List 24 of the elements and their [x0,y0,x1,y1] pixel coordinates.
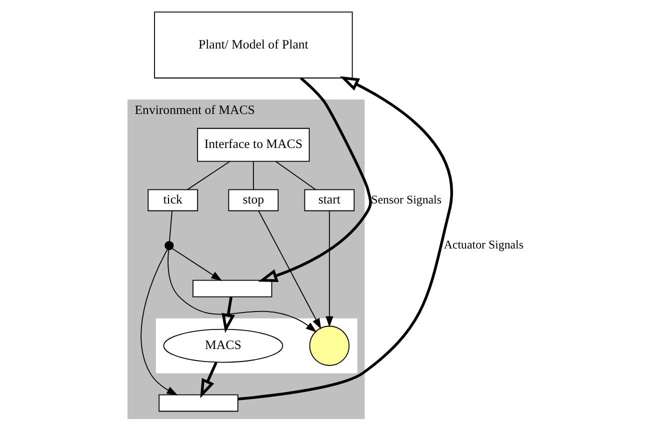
node-bar [158,394,238,412]
node-box: Plant/ Model of Plant [154,12,353,78]
node-box: tick [148,189,198,212]
node-bar [192,280,272,298]
arrow [172,248,222,281]
edge-label: Actuator Signals [444,238,524,252]
node-box: start [304,189,355,212]
node-box: stop [228,189,279,212]
node-circle [164,240,174,250]
connector [169,210,172,242]
connector [252,161,254,190]
edge-label: Sensor Signals [371,192,442,206]
arrow [168,249,317,332]
node-box: Interface to MACS [197,128,310,162]
arrow [200,362,218,398]
arrow [222,296,235,334]
arrow [238,76,453,400]
arrow [140,249,178,396]
arrow [326,210,334,328]
arrow [258,210,322,330]
connector [186,161,230,190]
node-circle [309,326,350,366]
node-ellipse: MACS [163,328,284,363]
connector [275,161,316,190]
